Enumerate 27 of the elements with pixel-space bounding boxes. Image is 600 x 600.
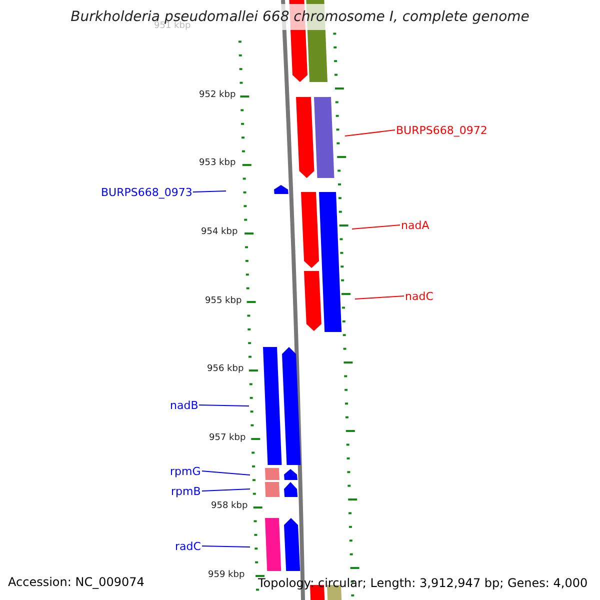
footer-text: Accession: NC_009074 (8, 576, 144, 588)
gene-label: BURPS668_0973 (101, 186, 192, 198)
scale-label: 954 kbp (201, 228, 238, 237)
scale-label: 951 kbp (154, 22, 191, 31)
gene-label: nadA (401, 220, 430, 230)
gene-label: radC (175, 540, 201, 552)
leader-line (202, 470, 250, 476)
leader-line (354, 296, 404, 300)
scale-label: 957 kbp (209, 434, 246, 443)
gene-label: nadB (170, 400, 198, 410)
gene-label: rpmG (170, 466, 201, 476)
leader-line (192, 190, 226, 192)
scale-label: 958 kbp (211, 502, 248, 511)
leader-line (198, 404, 250, 406)
footer-text: Topology: circular; Length: 3,912,947 bp; Genes: 4,000 (258, 577, 588, 589)
gene-label: nadC (405, 290, 434, 302)
gene-label: rpmB (171, 486, 201, 496)
leader-line (352, 224, 400, 230)
gene-label: BURPS668_0972 (396, 124, 488, 136)
scale-label: 952 kbp (199, 91, 236, 100)
scale-label: 959 kbp (208, 571, 245, 580)
leader-line (202, 488, 250, 492)
scale-label: 955 kbp (205, 297, 242, 306)
leader-line (344, 130, 396, 136)
scale-label: 956 kbp (207, 365, 244, 374)
scale-label: 953 kbp (199, 159, 236, 168)
leader-line (202, 546, 250, 548)
